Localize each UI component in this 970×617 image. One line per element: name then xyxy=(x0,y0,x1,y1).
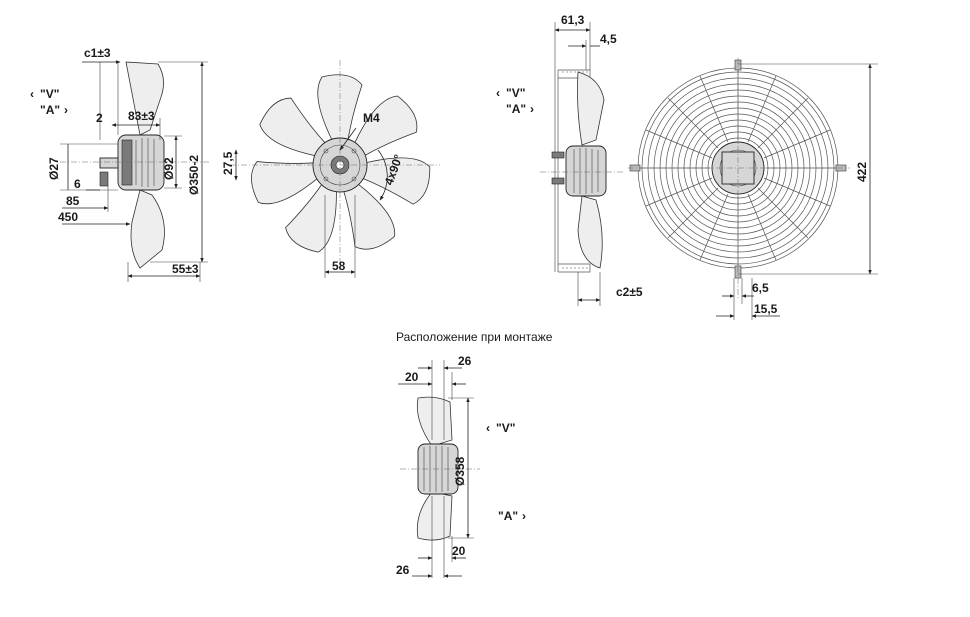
flow-label-a-guard: "A" xyxy=(506,102,526,116)
shaft-stub xyxy=(99,157,119,169)
dim-4-5: 4,5 xyxy=(600,32,617,46)
dim-422: 422 xyxy=(855,162,869,182)
flow-label-v-guard: "V" xyxy=(506,86,525,100)
dim-dia-92: Ø92 xyxy=(162,157,176,180)
dim-mount-bot-26: 26 xyxy=(396,563,410,577)
blade-bottom xyxy=(130,189,165,269)
dim-dia-350: Ø350-2 xyxy=(187,155,201,195)
flow-label-v-mount: "V" xyxy=(496,421,515,435)
front-view-guard: 422 6,5 15,5 xyxy=(628,58,878,320)
dim-27-5: 27,5 xyxy=(221,151,235,175)
dim-c2: c2±5 xyxy=(616,285,643,299)
blade-bottom-guard xyxy=(577,195,603,269)
dim-2: 2 xyxy=(96,111,103,125)
dim-58: 58 xyxy=(332,259,346,273)
dim-6: 6 xyxy=(74,177,81,191)
dim-mount-358: Ø358 xyxy=(453,456,467,486)
cable-gland xyxy=(99,171,109,187)
side-view-rotor: c1±3 ‹ "V" "A" › 2 83±3 Ø27 Ø92 Ø350-2 6… xyxy=(30,46,210,282)
dim-mount-top-26: 26 xyxy=(458,354,472,368)
arrow-a-right-guard: › xyxy=(530,102,534,116)
arrow-mount-v: ‹ xyxy=(486,421,490,435)
dim-m4: M4 xyxy=(363,111,380,125)
dim-15-5: 15,5 xyxy=(754,302,778,316)
mount-blade-bottom xyxy=(416,491,453,541)
side-view-guard: 61,3 4,5 ‹ "V" "A" › c2±5 xyxy=(496,13,643,306)
flow-label-v: "V" xyxy=(40,87,59,101)
arrow-v-left-guard: ‹ xyxy=(496,86,500,100)
dim-450: 450 xyxy=(58,210,78,224)
dim-mount-bot-20: 20 xyxy=(452,544,466,558)
mounting-position-view: 26 20 Ø358 ‹ "V" "A" › 20 26 xyxy=(396,354,526,578)
dim-61-3: 61,3 xyxy=(561,13,585,27)
dim-55: 55±3 xyxy=(172,262,199,276)
caption-mounting: Расположение при монтаже xyxy=(396,330,553,344)
blade-top xyxy=(125,61,164,136)
dim-85: 85 xyxy=(66,194,80,208)
arrow-a-right: › xyxy=(64,103,68,117)
arrow-v-left: ‹ xyxy=(30,87,34,101)
flow-label-a-mount: "A" xyxy=(498,509,518,523)
dim-83: 83±3 xyxy=(128,109,155,123)
blade-top-guard xyxy=(577,71,605,146)
dim-c1: c1±3 xyxy=(84,46,111,60)
dim-6-5: 6,5 xyxy=(752,281,769,295)
front-view-rotor: M4 27,5 4x90° 58 xyxy=(221,60,440,278)
arrow-mount-a: › xyxy=(522,509,526,523)
mount-blade-top xyxy=(416,396,453,447)
dim-dia-27: Ø27 xyxy=(47,157,61,180)
flow-label-a: "A" xyxy=(40,103,60,117)
motor-ribs xyxy=(121,139,133,186)
dim-mount-top-20: 20 xyxy=(405,370,419,384)
